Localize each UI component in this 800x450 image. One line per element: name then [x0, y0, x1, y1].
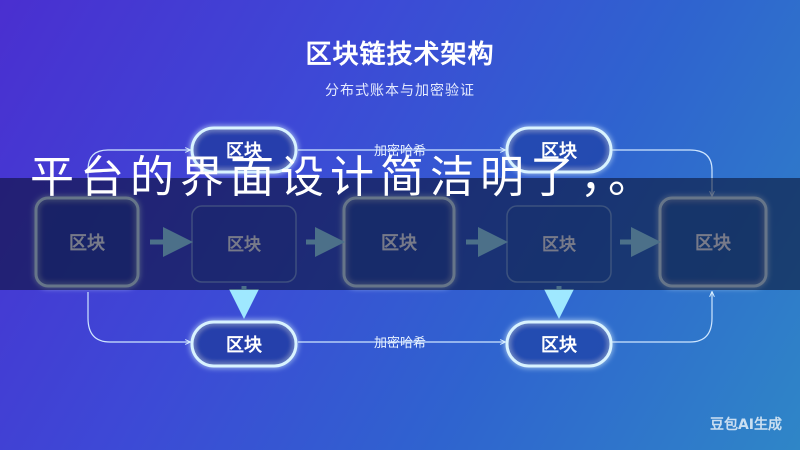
block-label: 区块 [226, 141, 263, 162]
connector-bottom-left [87, 292, 190, 342]
edge-label-bottom: 加密哈希 [374, 335, 426, 351]
block-node-top-1: 区块 [190, 126, 298, 174]
block-label: 区块 [541, 335, 578, 356]
edge-label-top: 加密哈希 [374, 143, 426, 159]
caption-overlay-band [0, 178, 800, 290]
connector-bottom-right [612, 292, 712, 343]
page-title: 区块链技术架构 [305, 40, 495, 70]
block-node-bottom-1: 区块 [190, 320, 298, 368]
connector-top-left [87, 150, 190, 196]
watermark-label: 豆包AI生成 [709, 417, 782, 433]
page-subtitle: 分布式账本与加密验证 [325, 83, 475, 99]
block-node-bottom-2: 区块 [505, 320, 613, 368]
block-label: 区块 [541, 141, 578, 162]
caption-overlay-text: 平台的界面设计简洁明了，。 [30, 152, 658, 203]
block-label: 区块 [226, 335, 263, 356]
block-node-top-2: 区块 [505, 126, 613, 174]
connector-top-right [612, 149, 712, 196]
